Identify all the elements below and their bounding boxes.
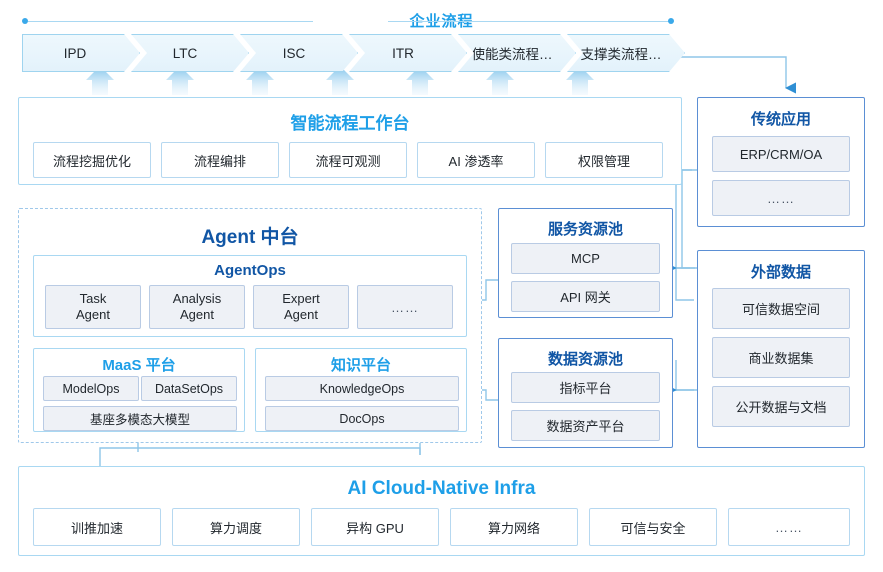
rail-dot-left <box>22 18 28 24</box>
legacy-apps-item-label: …… <box>767 190 795 206</box>
process-stage-ipd[interactable]: IPD <box>22 34 140 72</box>
external-data-item-label: 商业数据集 <box>748 351 814 366</box>
agentops-item-line1: Expert <box>282 290 320 306</box>
process-stage-label: 使能类流程… <box>471 47 553 62</box>
process-stage-enabling[interactable]: 使能类流程… <box>458 34 576 72</box>
agentops-item-line2: Agent <box>76 307 110 322</box>
workbench-item-mining[interactable]: 流程挖掘优化 <box>33 142 151 178</box>
infra-item-trust-security[interactable]: 可信与安全 <box>589 508 717 546</box>
service-pool-title: 服务资源池 <box>547 221 623 238</box>
external-data-item-trusted-space[interactable]: 可信数据空间 <box>712 288 850 329</box>
infra-item-compute-scheduling[interactable]: 算力调度 <box>172 508 300 546</box>
workbench-item-label: 权限管理 <box>577 153 630 169</box>
maas-item-datasetops[interactable]: DataSetOps <box>141 376 237 401</box>
infra-item-label: 训推加速 <box>70 520 123 536</box>
agentops-item-line1: …… <box>391 299 419 315</box>
external-to-pools-connector <box>675 268 694 391</box>
legacy-apps-item-more[interactable]: …… <box>712 180 850 216</box>
data-pool-item-label: 指标平台 <box>559 381 612 396</box>
infra-item-label: 可信与安全 <box>620 520 686 536</box>
agentops-item-task-agent[interactable]: Task Agent <box>45 285 141 329</box>
maas-item-modelops[interactable]: ModelOps <box>43 376 139 401</box>
service-pool-item-label: API 网关 <box>560 290 611 305</box>
data-pool-item-asset[interactable]: 数据资产平台 <box>511 410 660 441</box>
process-stage-supporting[interactable]: 支撑类流程… <box>567 34 685 72</box>
maas-item-label: 基座多模态大模型 <box>89 413 190 427</box>
knowledge-item-label: DocOps <box>339 411 385 426</box>
workbench-item-orchestration[interactable]: 流程编排 <box>161 142 279 178</box>
maas-item-base-model[interactable]: 基座多模态大模型 <box>43 406 237 431</box>
service-pool-item-api-gateway[interactable]: API 网关 <box>511 281 660 312</box>
data-pool-item-label: 数据资产平台 <box>546 419 625 434</box>
data-pool-title: 数据资源池 <box>547 351 623 368</box>
infra-title: AI Cloud-Native Infra <box>347 478 536 499</box>
workbench-item-permissions[interactable]: 权限管理 <box>545 142 663 178</box>
external-data-item-commercial[interactable]: 商业数据集 <box>712 337 850 378</box>
infra-item-label: 算力调度 <box>209 520 262 536</box>
process-stage-label: IPD <box>63 45 87 61</box>
knowledge-title: 知识平台 <box>330 357 391 374</box>
process-stage-label: ITR <box>392 45 414 61</box>
legacy-apps-title: 传统应用 <box>750 111 811 128</box>
legacy-apps-item-erp[interactable]: ERP/CRM/OA <box>712 136 850 172</box>
infra-item-train-infer-accel[interactable]: 训推加速 <box>33 508 161 546</box>
workbench-item-label: AI 渗透率 <box>448 153 504 169</box>
process-to-legacy-apps-connector <box>676 56 797 94</box>
rail-line-left <box>28 21 313 22</box>
external-data-title: 外部数据 <box>750 264 811 281</box>
agentops-item-line2: Agent <box>284 307 318 322</box>
knowledge-item-knowledgeops[interactable]: KnowledgeOps <box>265 376 459 401</box>
workbench-item-label: 流程编排 <box>193 153 246 169</box>
knowledge-item-label: KnowledgeOps <box>319 381 405 396</box>
maas-item-label: ModelOps <box>62 381 120 396</box>
agentops-item-line2: Agent <box>180 307 214 322</box>
service-pool-item-mcp[interactable]: MCP <box>511 243 660 274</box>
service-pool-item-label: MCP <box>571 251 600 266</box>
workbench-title: 智能流程工作台 <box>290 114 410 133</box>
agentops-title: AgentOps <box>214 262 286 279</box>
process-stage-ltc[interactable]: LTC <box>131 34 249 72</box>
infra-item-label: 异构 GPU <box>346 520 404 536</box>
process-stage-itr[interactable]: ITR <box>349 34 467 72</box>
infra-item-label: …… <box>775 519 803 535</box>
rail-dot-right <box>668 18 674 24</box>
process-stage-label: 支撑类流程… <box>580 47 662 62</box>
external-data-item-public-docs[interactable]: 公开数据与文档 <box>712 386 850 427</box>
agent-platform-title: Agent 中台 <box>201 227 299 248</box>
agentops-item-line1: Analysis <box>172 290 222 306</box>
workbench-item-observability[interactable]: 流程可观测 <box>289 142 407 178</box>
maas-title: MaaS 平台 <box>102 357 176 374</box>
process-stage-label: ISC <box>282 45 306 61</box>
agentops-item-more[interactable]: …… <box>357 285 453 329</box>
infra-item-compute-network[interactable]: 算力网络 <box>450 508 578 546</box>
external-data-item-label: 公开数据与文档 <box>735 400 827 415</box>
workbench-item-label: 流程可观测 <box>315 153 381 169</box>
legacy-apps-item-label: ERP/CRM/OA <box>739 146 823 162</box>
infra-item-label: 算力网络 <box>487 520 540 536</box>
rail-line-right <box>388 21 670 22</box>
external-data-item-label: 可信数据空间 <box>741 302 820 317</box>
data-pool-item-metrics[interactable]: 指标平台 <box>511 372 660 403</box>
knowledge-item-docops[interactable]: DocOps <box>265 406 459 431</box>
infra-item-more[interactable]: …… <box>728 508 850 546</box>
process-stage-label: LTC <box>172 45 198 61</box>
maas-item-label: DataSetOps <box>154 381 224 396</box>
agentops-item-line1: Task <box>79 290 107 306</box>
agentops-item-expert-agent[interactable]: Expert Agent <box>253 285 349 329</box>
workbench-item-ai-penetration[interactable]: AI 渗透率 <box>417 142 535 178</box>
agentops-item-analysis-agent[interactable]: Analysis Agent <box>149 285 245 329</box>
infra-item-heterogeneous-gpu[interactable]: 异构 GPU <box>311 508 439 546</box>
process-stage-isc[interactable]: ISC <box>240 34 358 72</box>
workbench-item-label: 流程挖掘优化 <box>52 153 131 169</box>
